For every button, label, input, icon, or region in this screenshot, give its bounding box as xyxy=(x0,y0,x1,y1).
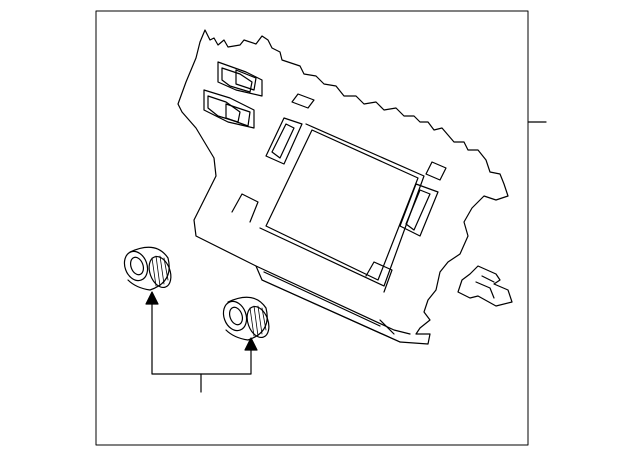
knob-callout-line xyxy=(152,302,251,374)
knob-callout xyxy=(146,292,257,392)
button-recess-top-btn xyxy=(236,70,256,90)
knob-left-grip xyxy=(152,256,168,286)
control-panel xyxy=(178,30,508,344)
vertical-slot-left-inner xyxy=(272,124,294,158)
knob-right-face xyxy=(220,298,251,334)
control-panel-lip xyxy=(256,266,410,342)
diagram-border xyxy=(96,11,528,445)
knob-left-face xyxy=(121,248,152,284)
button-recess-bottom-btn xyxy=(226,104,250,126)
indicator-slot-right xyxy=(426,162,446,180)
indicator-slot-top xyxy=(292,94,314,108)
vertical-slot-right xyxy=(400,184,438,236)
knob-left-inner xyxy=(128,255,145,276)
knob-right xyxy=(220,297,273,340)
display-screen-bezel xyxy=(260,124,424,286)
knob-right-inner xyxy=(227,305,244,326)
arrowhead-right-knob xyxy=(245,338,257,350)
knob-left-rear xyxy=(145,254,175,291)
button-recess-top xyxy=(218,62,262,96)
vertical-slot-left xyxy=(266,118,302,164)
bracket-clip-outline xyxy=(458,266,512,306)
vertical-slot-right-inner xyxy=(406,190,430,230)
button-recess-bottom xyxy=(204,90,254,128)
bracket-clip-detail xyxy=(476,276,494,298)
knob-right-grip xyxy=(250,306,266,336)
button-recess-bottom-inner xyxy=(208,96,240,122)
bracket-clip xyxy=(458,266,512,306)
knob-right-body xyxy=(226,297,267,340)
knob-right-rear xyxy=(243,304,273,341)
arrowhead-left-knob xyxy=(146,292,158,304)
lower-tab-left xyxy=(232,194,258,222)
button-recess-top-inner xyxy=(222,68,252,92)
knob-left-body xyxy=(128,247,169,290)
control-panel-lip-detail xyxy=(264,272,394,334)
control-panel-outline xyxy=(178,30,508,344)
knob-left xyxy=(121,247,175,290)
display-screen xyxy=(266,130,418,280)
lower-tab-right xyxy=(366,262,392,292)
